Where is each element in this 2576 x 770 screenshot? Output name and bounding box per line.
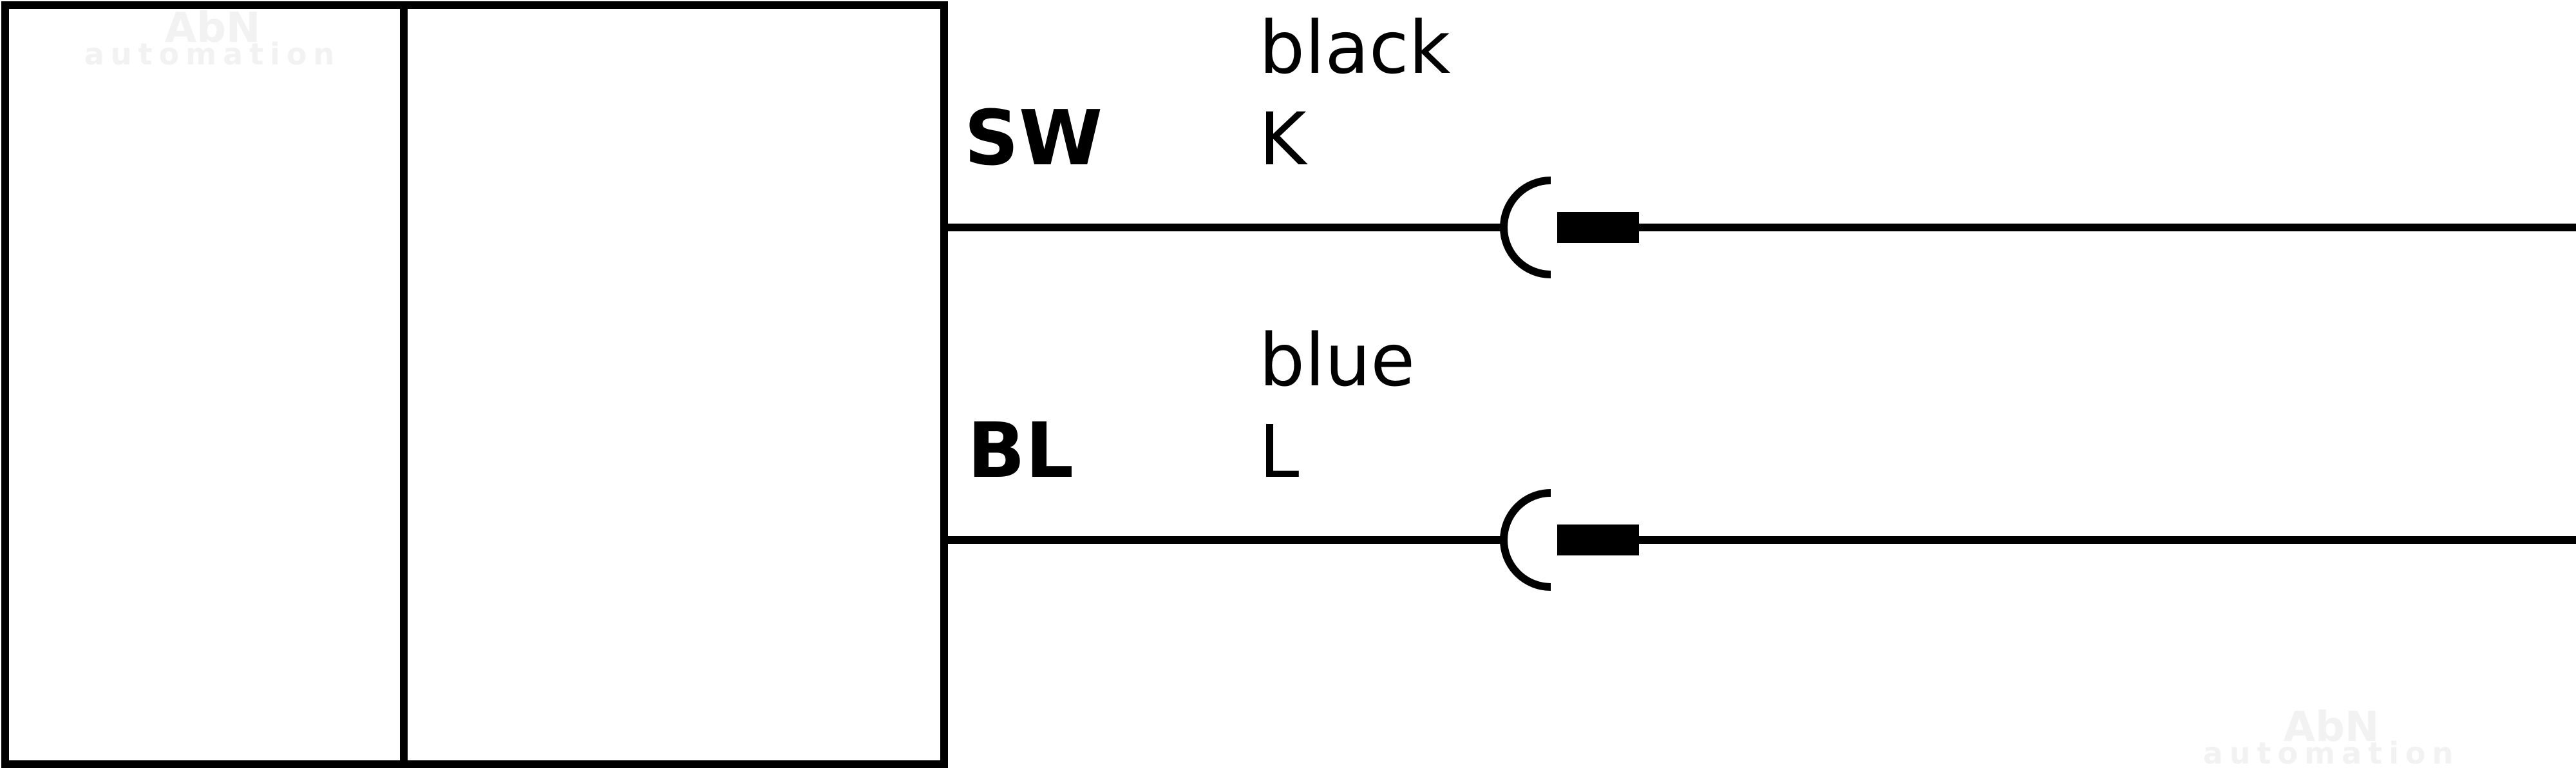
wire-color-name-sw: black <box>1259 6 1450 90</box>
watermark-bottom-right: AbN automation <box>2203 704 2459 770</box>
wire-color-code-sw: K <box>1259 98 1308 182</box>
plug-pin-icon <box>1557 525 1639 555</box>
plug-socket-icon <box>1500 177 1551 278</box>
wire-bl: BL blue L <box>944 319 2576 591</box>
wire-sw: SW black K <box>944 6 2576 278</box>
watermark-subtitle: automation <box>2203 736 2459 770</box>
watermark-title: AbN <box>165 5 261 52</box>
device-outline <box>1 1 948 768</box>
watermark-subtitle: automation <box>84 37 341 72</box>
device-body <box>1 1 948 768</box>
wire-color-code-bl: L <box>1259 410 1299 494</box>
wire-color-name-bl: blue <box>1259 319 1415 403</box>
plug-pin-icon <box>1557 212 1639 243</box>
terminal-label-bl: BL <box>967 406 1074 495</box>
watermark-top-left: AbN automation <box>84 5 341 72</box>
watermark-title: AbN <box>2284 704 2380 751</box>
terminal-label-sw: SW <box>964 93 1103 182</box>
plug-socket-icon <box>1500 489 1551 591</box>
